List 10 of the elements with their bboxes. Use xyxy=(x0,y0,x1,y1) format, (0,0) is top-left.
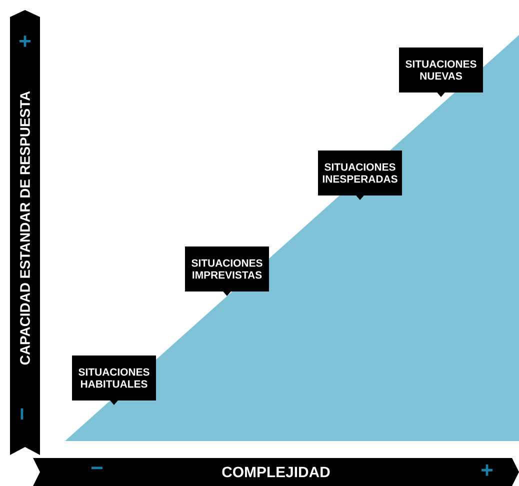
axis-title: CAPACIDAD ESTANDAR DE RESPUESTA xyxy=(20,91,30,365)
callout-box: SITUACIONES INESPERADAS xyxy=(318,150,402,200)
callout-box: SITUACIONES HABITUALES xyxy=(72,356,156,405)
plus-sign: + xyxy=(482,464,492,476)
minus-sign: − xyxy=(20,408,24,420)
callout-box: SITUACIONES NUEVAS xyxy=(399,48,483,97)
plus-sign: + xyxy=(20,36,31,47)
minus-sign: − xyxy=(92,466,103,470)
callout-box: SITUACIONES IMPREVISTAS xyxy=(185,246,269,296)
axis-title: COMPLEJIDAD xyxy=(222,466,330,478)
